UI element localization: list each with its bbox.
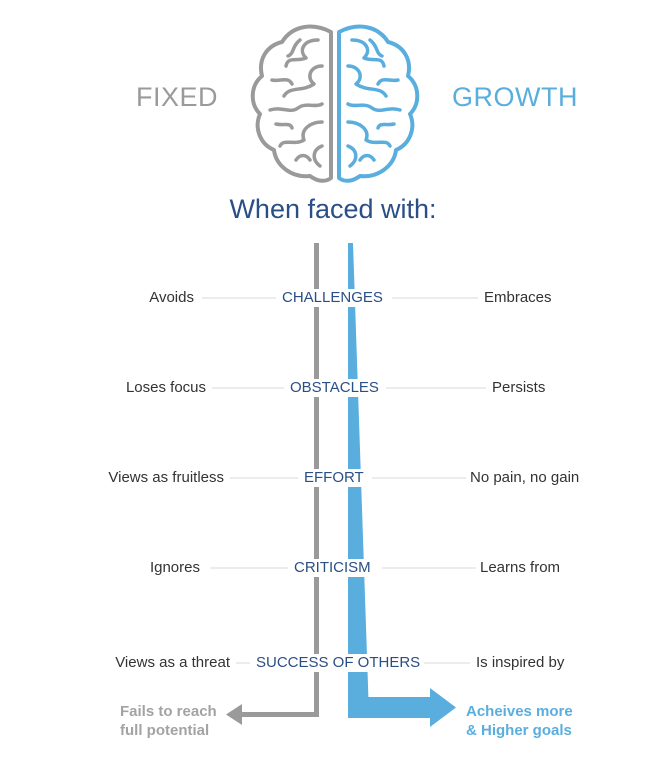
brain-right-hemisphere — [337, 24, 420, 183]
connector-lines — [202, 297, 486, 664]
growth-response-obstacles: Persists — [492, 379, 546, 396]
fixed-response-success-of-others: Views as a threat — [115, 654, 230, 671]
growth-outcome-line-2: & Higher goals — [466, 722, 572, 739]
arrow-left-icon — [226, 704, 242, 725]
growth-response-criticism: Learns from — [480, 559, 561, 576]
growth-response-effort: No pain, no gain — [470, 469, 580, 486]
arrow-right-icon — [430, 688, 456, 727]
fixed-outcome-line-1: Fails to reach — [120, 703, 217, 720]
situation-challenges: CHALLENGES — [278, 289, 387, 307]
growth-horizontal-line — [348, 697, 432, 718]
diagram-heading: When faced with: — [229, 194, 437, 224]
situation-success-of-others: SUCCESS OF OTHERS — [252, 654, 425, 672]
growth-mindset-label: GROWTH — [452, 82, 578, 112]
fixed-response-criticism: Ignores — [149, 559, 200, 576]
fixed-horizontal-line — [240, 712, 319, 717]
brain-right-folds — [346, 38, 402, 168]
fixed-outcome: Fails to reach full potential — [120, 702, 217, 740]
situation-obstacles: OBSTACLES — [286, 379, 383, 397]
fixed-outcome-line-2: full potential — [120, 722, 210, 739]
brain-left-folds — [268, 38, 324, 168]
fixed-response-effort: Views as fruitless — [108, 469, 224, 486]
growth-response-success-of-others: Is inspired by — [476, 654, 565, 671]
growth-response-challenges: Embraces — [484, 289, 552, 306]
brain-icon — [250, 24, 420, 183]
situation-criticism: CRITICISM — [290, 559, 375, 577]
fixed-response-challenges: Avoids — [149, 289, 194, 306]
growth-outcome-line-1: Acheives more — [466, 703, 573, 720]
growth-outcome: Acheives more & Higher goals — [466, 702, 573, 740]
brain-left-hemisphere — [250, 24, 333, 183]
fixed-mindset-label: FIXED — [136, 82, 219, 112]
fixed-response-obstacles: Loses focus — [125, 379, 206, 396]
situation-effort: EFFORT — [300, 469, 368, 487]
